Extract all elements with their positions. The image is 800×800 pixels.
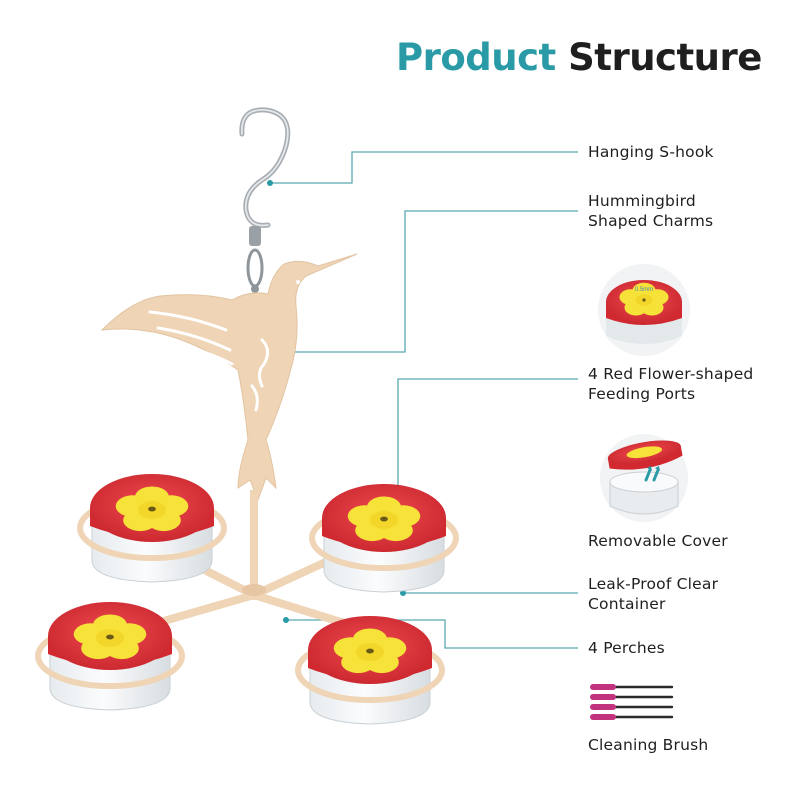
label-cleaning-brush: Cleaning Brush (588, 736, 709, 754)
removable-cover-icon (600, 434, 688, 522)
title-word-structure: Structure (568, 36, 762, 79)
label-hummingbird-charms: Hummingbird Shaped Charms (588, 192, 714, 230)
title-word-product: Product (396, 36, 556, 79)
hummingbird-charm-icon (100, 253, 358, 502)
label-feeding-ports: 4 Red Flower-shaped Feeding Ports (588, 365, 754, 403)
feeder-back-left (80, 474, 224, 582)
cleaning-brush-icon (590, 684, 674, 720)
port-size-text: 0.5mm (635, 287, 653, 293)
feeder-front-right (298, 616, 442, 724)
callout-charms (280, 210, 578, 353)
label-perches: 4 Perches (588, 639, 665, 657)
feeder-front-left (38, 602, 182, 710)
label-removable-cover: Removable Cover (588, 532, 728, 550)
label-leak-proof-container: Leak-Proof Clear Container (588, 575, 719, 613)
s-hook-icon (239, 107, 291, 293)
callout-hook (270, 151, 578, 184)
feeding-port-icon: 0.5mm (598, 264, 690, 356)
feeder-back-right (312, 484, 456, 592)
page-title: Product Structure (396, 36, 762, 79)
label-hanging-s-hook: Hanging S-hook (588, 143, 714, 161)
